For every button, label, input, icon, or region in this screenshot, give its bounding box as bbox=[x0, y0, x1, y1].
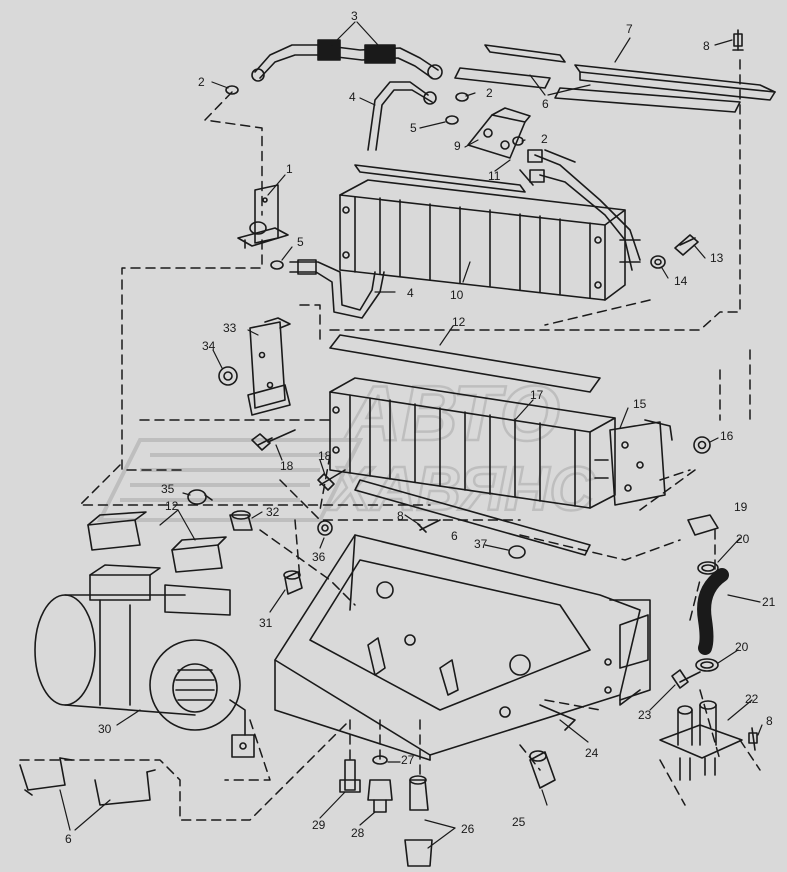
part-37-plug bbox=[508, 545, 526, 559]
part-35-knob bbox=[187, 489, 213, 505]
callout-25: 25 bbox=[512, 815, 526, 829]
part-30-blower-motor bbox=[34, 564, 255, 758]
part-7-bracket bbox=[484, 44, 776, 101]
part-12-seal-strip bbox=[329, 334, 601, 393]
callout-2c: 2 bbox=[541, 132, 548, 146]
part-25-fitting bbox=[529, 750, 556, 789]
part-10-evaporator-core bbox=[339, 164, 641, 301]
callout-27: 27 bbox=[401, 753, 415, 767]
callout-5a: 5 bbox=[410, 121, 417, 135]
watermark-line1: АВТО bbox=[343, 369, 560, 457]
callout-3: 3 bbox=[351, 9, 358, 23]
part-8-screw-top bbox=[732, 29, 744, 51]
part-28-fitting bbox=[367, 779, 393, 813]
callout-31: 31 bbox=[259, 616, 273, 630]
callout-6a: 6 bbox=[542, 97, 549, 111]
callout-10: 10 bbox=[450, 288, 464, 302]
callout-23: 23 bbox=[638, 708, 652, 722]
part-9-expansion-valve bbox=[467, 107, 531, 159]
callout-20b: 20 bbox=[735, 640, 749, 654]
part-6-strip-mid bbox=[354, 479, 591, 556]
part-6-clips-bottom bbox=[19, 757, 156, 806]
callout-32: 32 bbox=[266, 505, 280, 519]
callout-13: 13 bbox=[710, 251, 724, 265]
dashed-leader-lines bbox=[19, 54, 761, 821]
callout-36: 36 bbox=[312, 550, 326, 564]
callout-15: 15 bbox=[633, 397, 647, 411]
part-6-strips-top bbox=[454, 67, 741, 113]
part-3-hose bbox=[251, 39, 443, 82]
callout-17: 17 bbox=[530, 388, 544, 402]
part-24-heater-housing bbox=[274, 534, 651, 761]
callout-leaders bbox=[59, 21, 763, 849]
callout-35: 35 bbox=[161, 482, 175, 496]
callout-21: 21 bbox=[762, 595, 776, 609]
callout-18b: 18 bbox=[318, 449, 332, 463]
callout-24: 24 bbox=[585, 746, 599, 760]
callout-8b: 8 bbox=[397, 509, 404, 523]
part-31-bushing bbox=[283, 570, 303, 595]
part-5-oring-lower bbox=[270, 260, 284, 270]
part-4-tube-upper bbox=[367, 81, 437, 151]
part-13-screw bbox=[674, 234, 699, 256]
callout-5b: 5 bbox=[297, 235, 304, 249]
part-34-nut bbox=[218, 366, 238, 386]
callout-1: 1 bbox=[286, 162, 293, 176]
callout-18a: 18 bbox=[280, 459, 294, 473]
part-14-grommet bbox=[650, 255, 666, 269]
part-36-grommet bbox=[317, 520, 333, 536]
callout-labels: 1 2 2 2 3 4 4 5 5 6 6 6 7 8 8 8 9 10 11 … bbox=[65, 9, 776, 846]
part-20-clamp-lower bbox=[695, 658, 719, 672]
callout-2a: 2 bbox=[198, 75, 205, 89]
callout-14: 14 bbox=[674, 274, 688, 288]
callout-12a: 12 bbox=[452, 315, 466, 329]
part-22-water-valve bbox=[659, 700, 743, 781]
callout-28: 28 bbox=[351, 826, 365, 840]
part-18-screw-right bbox=[317, 469, 346, 491]
part-8-screw-mid bbox=[417, 519, 441, 533]
part-29-sensor bbox=[339, 759, 361, 793]
callout-16: 16 bbox=[720, 429, 734, 443]
callout-22: 22 bbox=[745, 692, 759, 706]
part-27-oring bbox=[372, 755, 388, 765]
part-1-thermostat bbox=[237, 184, 289, 249]
part-15-side-bracket bbox=[609, 419, 673, 506]
part-32-fitting bbox=[229, 510, 253, 531]
part-21-hose bbox=[697, 568, 729, 655]
callout-7: 7 bbox=[626, 22, 633, 36]
callout-26: 26 bbox=[461, 822, 475, 836]
callout-6c: 6 bbox=[65, 832, 72, 846]
callout-4b: 4 bbox=[407, 286, 414, 300]
callout-12b: 12 bbox=[165, 499, 179, 513]
callout-34: 34 bbox=[202, 339, 216, 353]
callout-8c: 8 bbox=[766, 714, 773, 728]
part-18-screw-left bbox=[251, 429, 296, 451]
callout-33: 33 bbox=[223, 321, 237, 335]
part-20-clamp-upper bbox=[697, 561, 719, 575]
callout-4a: 4 bbox=[349, 90, 356, 104]
part-8-screw-bottom bbox=[748, 727, 758, 751]
callout-29: 29 bbox=[312, 818, 326, 832]
callout-8a: 8 bbox=[703, 39, 710, 53]
part-17-heater-core bbox=[329, 377, 616, 509]
callout-11: 11 bbox=[488, 169, 501, 183]
part-12-foam-blocks bbox=[87, 511, 227, 573]
part-5-oring bbox=[445, 115, 459, 125]
callout-19: 19 bbox=[734, 500, 748, 514]
part-26-drain-tube bbox=[404, 775, 433, 867]
part-19-block bbox=[687, 514, 719, 536]
part-23-screw bbox=[671, 669, 701, 689]
callout-6b: 6 bbox=[451, 529, 458, 543]
part-33-bracket bbox=[247, 317, 291, 416]
callout-20a: 20 bbox=[736, 532, 750, 546]
watermark-logo bbox=[96, 438, 364, 522]
part-16-nut bbox=[693, 436, 711, 454]
callout-37: 37 bbox=[474, 537, 488, 551]
callout-9: 9 bbox=[454, 139, 461, 153]
callout-2b: 2 bbox=[486, 86, 493, 100]
callout-30: 30 bbox=[98, 722, 112, 736]
